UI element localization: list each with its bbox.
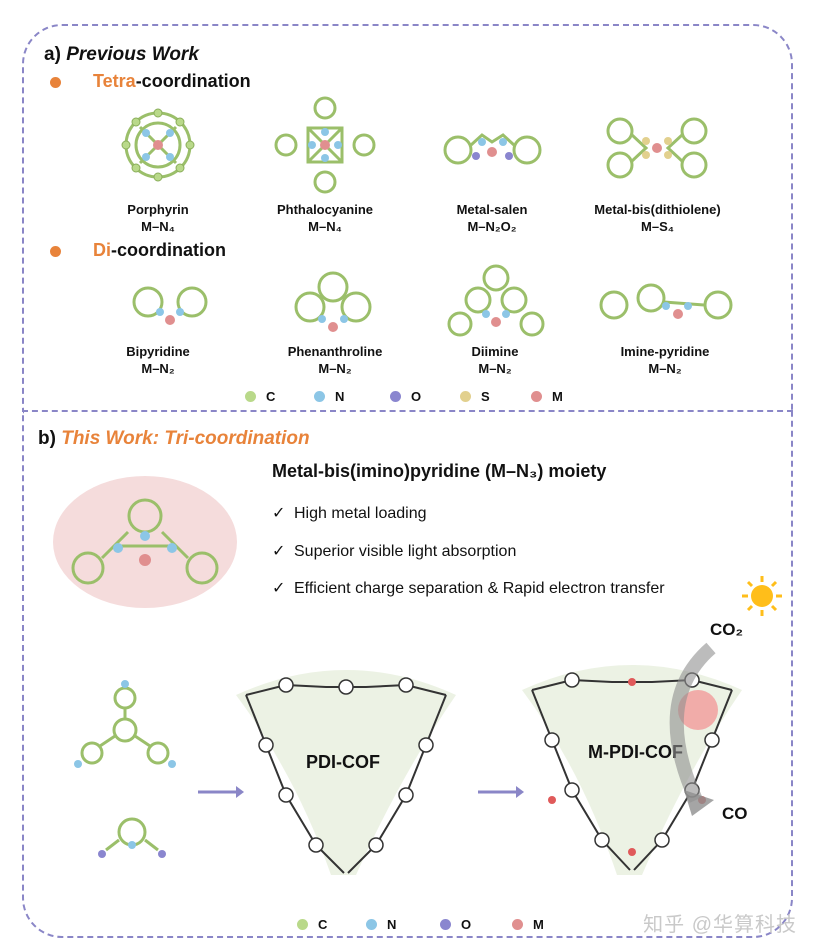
panel-b-title: b) This Work: Tri-coordination xyxy=(38,428,310,449)
panel-a-title: a) Previous Work xyxy=(44,44,199,65)
legend-item-c: C xyxy=(245,389,275,404)
arrow-icon xyxy=(198,786,244,798)
porphyrin-molecule xyxy=(121,108,195,182)
feature-item: ✓High metal loading xyxy=(272,505,427,522)
monomer-triamine xyxy=(74,680,176,768)
legend-item-n: N xyxy=(366,917,396,932)
panel-a xyxy=(22,24,793,410)
m-pdi-cof-label: M-PDI-COF xyxy=(588,742,683,762)
co2-label: CO₂ xyxy=(710,620,744,639)
phenanthroline-molecule xyxy=(294,271,372,332)
phthalocyanine-molecule xyxy=(274,96,376,194)
watermark: 知乎 @华算科技 xyxy=(643,914,797,936)
legend-item-m: M xyxy=(531,389,563,404)
legend-item-o: O xyxy=(440,917,471,932)
bullet-dot xyxy=(50,246,61,257)
legend-item-c: C xyxy=(297,917,327,932)
arrow-icon xyxy=(478,786,524,798)
co-label: CO xyxy=(722,804,748,823)
tetra-label: Metal-bis(dithiolene)M–S₄ xyxy=(594,202,721,234)
bipyridine-molecule xyxy=(132,286,208,325)
reaction-arc-arrow xyxy=(669,642,716,816)
tetra-heading: Tetra-coordination xyxy=(93,71,251,91)
metal-bis-dithiolene-molecule xyxy=(606,117,708,179)
monomer-pyridine-dialdehyde xyxy=(98,817,166,858)
feature-item: ✓Superior visible light absorption xyxy=(272,543,517,560)
bullet-dot xyxy=(50,77,61,88)
imine-pyridine-molecule xyxy=(599,283,733,320)
tri-coordination-molecule xyxy=(53,476,237,608)
feature-item: ✓Efficient charge separation & Rapid ele… xyxy=(272,580,665,597)
legend-item-o: O xyxy=(390,389,421,404)
di-heading: Di-coordination xyxy=(93,240,226,260)
moiety-title: Metal-bis(imino)pyridine (M–N₃) moiety xyxy=(272,461,607,481)
pdi-cof-framework xyxy=(236,670,456,875)
pdi-cof-label: PDI-COF xyxy=(306,752,380,772)
diimine-molecule xyxy=(447,264,545,337)
legend-item-m: M xyxy=(512,917,544,932)
sun-icon xyxy=(742,576,782,616)
legend-item-n: N xyxy=(314,389,344,404)
panel-b xyxy=(22,410,793,938)
legend-item-s: S xyxy=(460,389,490,404)
metal-salen-molecule xyxy=(443,133,542,165)
